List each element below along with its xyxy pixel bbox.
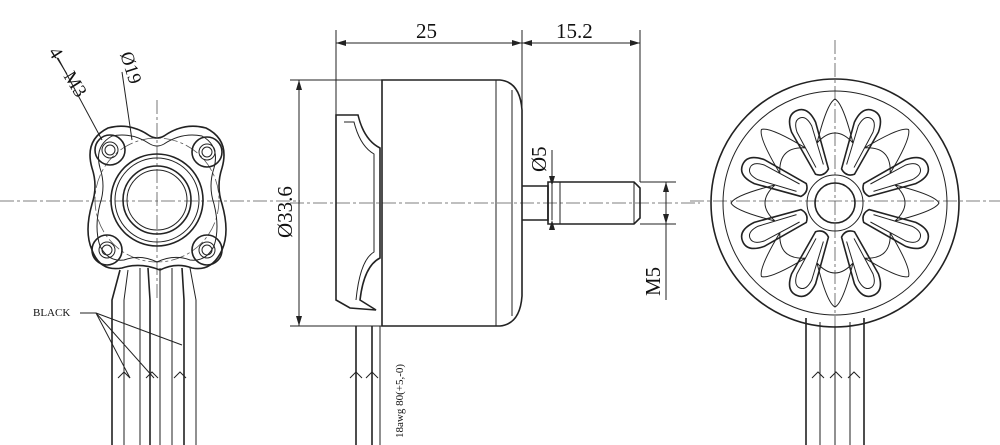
bell-vent-slot [864, 232, 910, 278]
dim-shaft-diameter: Ø5 [527, 146, 551, 172]
mount-hole-callout: 4—M3 [44, 44, 91, 102]
bell-vent-slot [894, 184, 940, 222]
bell-vent-slot [864, 128, 910, 174]
motor-wire-out [355, 326, 373, 445]
bell-spoke [788, 108, 830, 176]
mount-hole-bottom-right [191, 234, 223, 266]
bolt-circle-leader [121, 71, 133, 141]
mount-plate-side [335, 114, 381, 311]
bell-spoke [740, 208, 808, 250]
bell-spoke [840, 230, 882, 298]
center-bore-outer [122, 165, 192, 235]
center-bore-inner [126, 169, 188, 231]
motor-bell-outline [381, 79, 523, 327]
bell-wire-inner [819, 322, 851, 445]
bell-hub-ring [806, 174, 864, 232]
mount-hole-top-left [94, 134, 126, 166]
bell-spoke [740, 156, 808, 198]
wire-break-marks [349, 371, 379, 379]
mount-hole-top-right [191, 136, 223, 168]
bell-vent-slot [760, 128, 806, 174]
mount-hole-bottom-left [91, 234, 123, 266]
wire-label-leaders [80, 312, 183, 379]
bell-spokes [730, 98, 940, 308]
dim-body-width: 25 [416, 19, 437, 43]
dim-shaft-length: 15.2 [556, 19, 593, 43]
bell-spoke [788, 230, 830, 298]
bell-vent-slot [816, 98, 854, 144]
bell-vent-slot [760, 232, 806, 278]
wire-label: BLACK [33, 307, 70, 319]
wire-bundle-left [111, 267, 197, 445]
bell-vent-slot [816, 262, 854, 308]
center-boss-ring [114, 157, 200, 243]
bell-spoke [862, 208, 930, 250]
bell-top-view [690, 40, 1000, 445]
mount-plate-side-inner [344, 121, 375, 301]
center-boss-outer [110, 153, 204, 247]
mount-hole-leader [57, 57, 103, 141]
dim-body-diameter: Ø33.6 [273, 186, 297, 238]
bell-vent-slot [730, 184, 776, 222]
dim-arrows-thread [663, 182, 669, 224]
dim-thread: M5 [641, 267, 665, 296]
wire-spec: 18awg 80(+5,-0) [394, 364, 406, 438]
bell-spoke [840, 108, 882, 176]
front-mount-view: BLACK 4—M3 Ø19 [0, 44, 300, 445]
side-profile-view: 25 15.2 Ø33.6 Ø5 M5 18awg 80(+5,-0) [273, 19, 700, 445]
bell-wire-outer [805, 318, 865, 445]
bell-wire-break-marks [811, 371, 861, 379]
bolt-circle-callout: Ø19 [115, 49, 145, 87]
bell-inner-rim [722, 90, 948, 316]
bell-spoke [862, 156, 930, 198]
bell-hub [814, 182, 856, 224]
